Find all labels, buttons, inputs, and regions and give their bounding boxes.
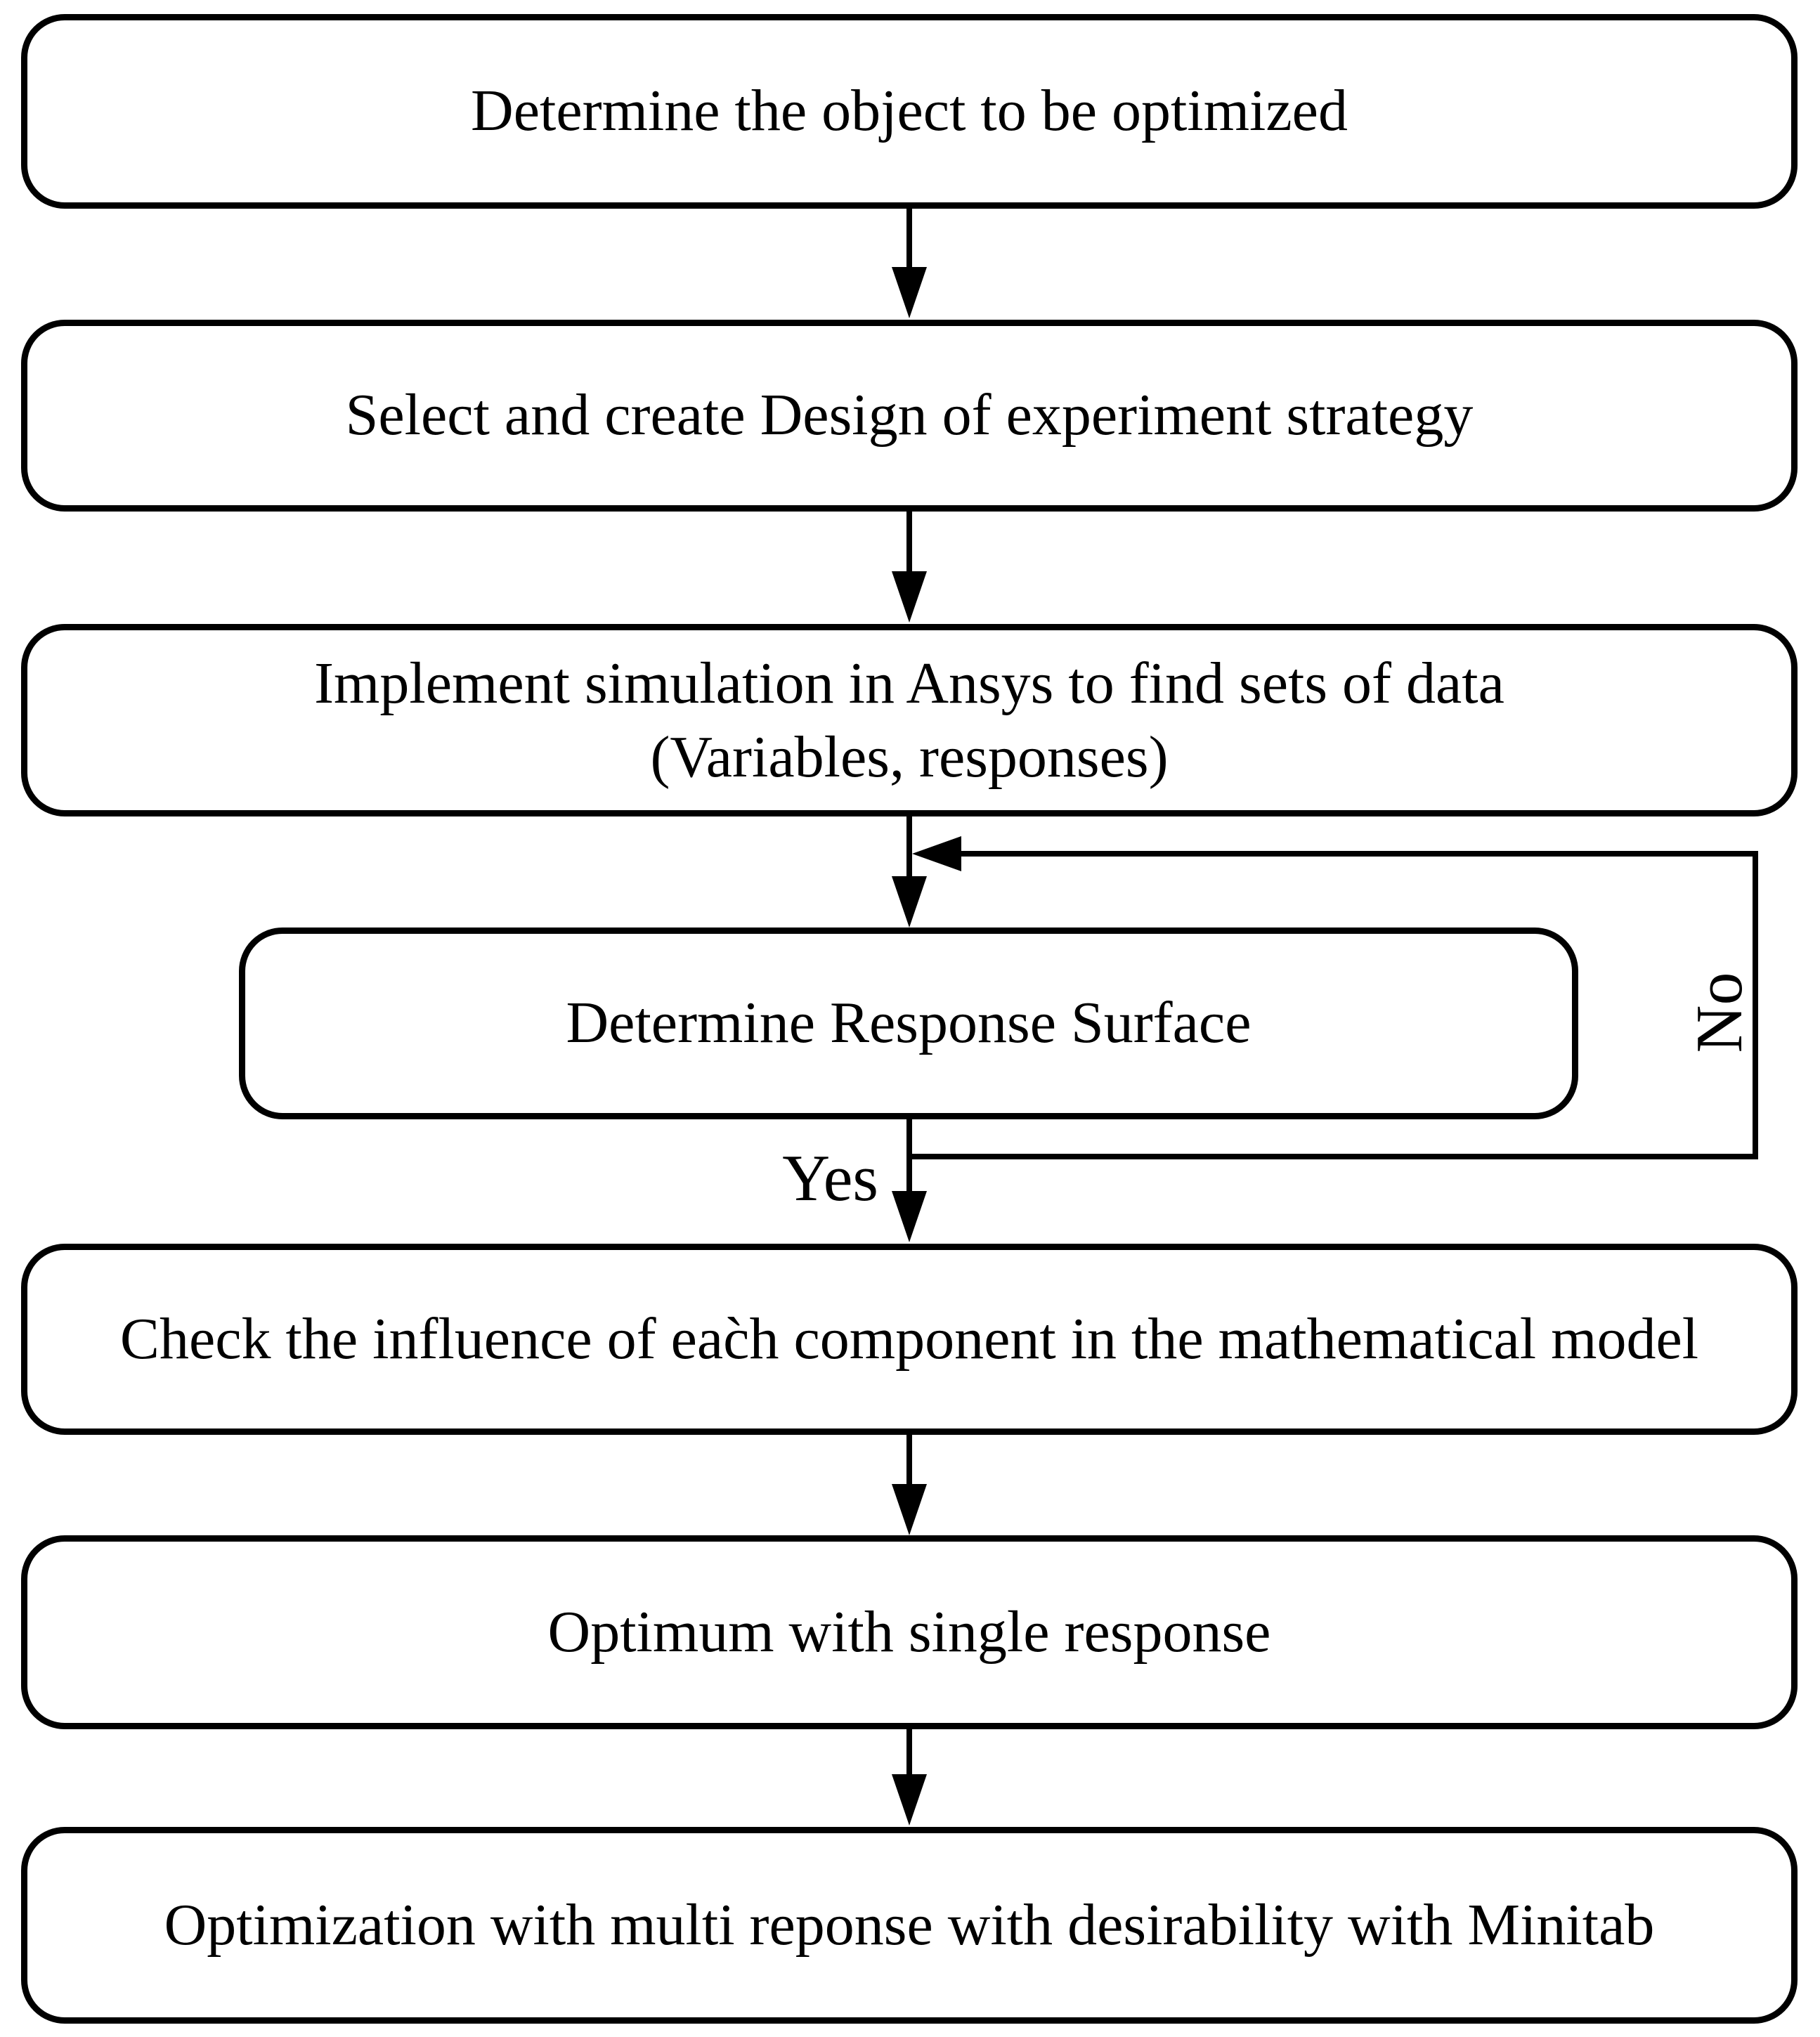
arrow-shaft: [906, 206, 912, 271]
edge-label-no: No: [1683, 972, 1756, 1053]
node-label-line2: (Variables, responses): [650, 724, 1169, 790]
edge-label-yes: Yes: [782, 1142, 878, 1215]
arrow-shaft: [906, 1117, 912, 1195]
node-label: Optimum with single response: [547, 1599, 1271, 1665]
node-label: Optimization with multi reponse with des…: [164, 1892, 1655, 1958]
node-implement-simulation: Implement simulation in Ansys to find se…: [21, 624, 1798, 816]
arrow-shaft: [906, 814, 912, 880]
node-label: Check the influence of eac̀h component i…: [119, 1306, 1699, 1372]
arrowhead-left-icon: [912, 836, 961, 871]
node-label: Determine the object to be optimized: [471, 78, 1348, 144]
node-label-line1: Implement simulation in Ansys to find se…: [314, 651, 1504, 716]
node-check-influence: Check the influence of eac̀h component i…: [21, 1244, 1798, 1435]
node-optimum-single-response: Optimum with single response: [21, 1535, 1798, 1729]
node-optimization-multi-response: Optimization with multi reponse with des…: [21, 1827, 1798, 2024]
arrowhead-down-icon: [892, 1191, 927, 1242]
arrowhead-down-icon: [892, 1484, 927, 1535]
arrowhead-down-icon: [892, 876, 927, 928]
node-determine-object: Determine the object to be optimized: [21, 14, 1798, 209]
node-select-doe-strategy: Select and create Design of experiment s…: [21, 320, 1798, 512]
arrow-shaft: [906, 1431, 912, 1488]
no-loop-bottom-line: [906, 1154, 1758, 1159]
node-label: Determine Response Surface: [566, 990, 1252, 1056]
arrowhead-down-icon: [892, 571, 927, 623]
arrowhead-down-icon: [892, 267, 927, 318]
arrow-shaft: [906, 509, 912, 575]
arrow-shaft: [906, 1726, 912, 1778]
no-loop-right-line: [1753, 851, 1758, 1159]
node-label: Select and create Design of experiment s…: [345, 382, 1474, 448]
no-loop-top-line: [957, 851, 1758, 857]
arrowhead-down-icon: [892, 1774, 927, 1826]
node-determine-response-surface: Determine Response Surface: [239, 928, 1578, 1119]
